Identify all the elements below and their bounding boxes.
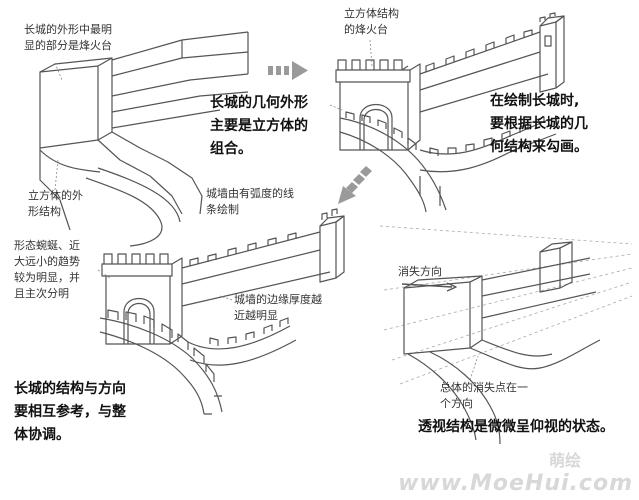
note-line: 形态蜿蜒、近 xyxy=(14,239,80,252)
main-line: 长城的几何外形 xyxy=(210,95,308,111)
panel3-main-text: 长城的结构与方向 要相互参考，与整 体协调。 xyxy=(14,378,126,447)
panel2-main-text: 在绘制长城时, 要根据长城的几 何结构来勾画。 xyxy=(490,90,588,159)
watermark-cn: 萌绘 xyxy=(548,451,581,470)
note-line: 立方体结构 xyxy=(344,7,399,20)
note-line: 的烽火台 xyxy=(344,23,388,36)
main-line: 主要是立方体的 xyxy=(210,118,308,134)
panel3-sketch xyxy=(99,208,345,415)
note-line: 大远小的趋势 xyxy=(14,255,80,268)
watermark-en: www.MoeHui.com xyxy=(398,471,633,496)
note-line: 立方体的外 xyxy=(28,189,83,202)
note-tower: 立方体结构 的烽火台 xyxy=(344,6,399,38)
vanish-arrow-icon xyxy=(401,282,457,292)
watermark: 萌绘 www.MoeHui.com xyxy=(398,447,633,496)
note-line: 且主次分明 xyxy=(14,287,69,300)
panel4-main-text: 透视结构是微微呈仰视的状态。 xyxy=(418,419,614,435)
main-line: 组合。 xyxy=(210,141,252,157)
note-outline: 长城的外形中最明 显的部分是烽火台 xyxy=(24,22,112,54)
note-point: 总体的消失点在一 个方向 xyxy=(440,380,528,412)
note-wall: 城墙由有弧度的线 条绘制 xyxy=(206,186,294,218)
note-line: 城墙由有弧度的线 xyxy=(206,187,294,200)
note-line: 城墙的边缘厚度越 xyxy=(234,293,322,306)
note-line: 长城的外形中最明 xyxy=(24,23,112,36)
arrow-down-left-icon xyxy=(338,166,372,204)
note-vanish: 消失方向 xyxy=(398,265,442,278)
panel1-main-text: 长城的几何外形 主要是立方体的 组合。 xyxy=(210,92,308,161)
note-edge: 城墙的边缘厚度越 近越明显 xyxy=(234,292,322,324)
note-line: 较为明显，并 xyxy=(14,271,80,284)
panel2-sketch xyxy=(335,12,565,213)
main-line: 要相互参考，与整 xyxy=(14,404,126,420)
note-line: 条绘制 xyxy=(206,203,239,216)
main-line: 长城的结构与方向 xyxy=(14,381,126,397)
note-shape: 形态蜿蜒、近 大远小的趋势 较为明显，并 且主次分明 xyxy=(14,238,80,302)
note-line: 总体的消失点在一 xyxy=(440,381,528,394)
main-line: 体协调。 xyxy=(14,427,70,443)
panel1-sketch xyxy=(39,31,249,247)
main-line: 要根据长城的几 xyxy=(490,116,588,132)
note-line: 个方向 xyxy=(440,397,473,410)
main-line: 在绘制长城时, xyxy=(490,93,580,109)
note-line: 显的部分是烽火台 xyxy=(24,39,112,52)
note-cube: 立方体的外 形结构 xyxy=(28,188,83,220)
main-line: 何结构来勾画。 xyxy=(490,139,588,155)
note-line: 形结构 xyxy=(28,205,61,218)
arrow-right-icon xyxy=(268,61,308,80)
note-line: 近越明显 xyxy=(234,309,278,322)
